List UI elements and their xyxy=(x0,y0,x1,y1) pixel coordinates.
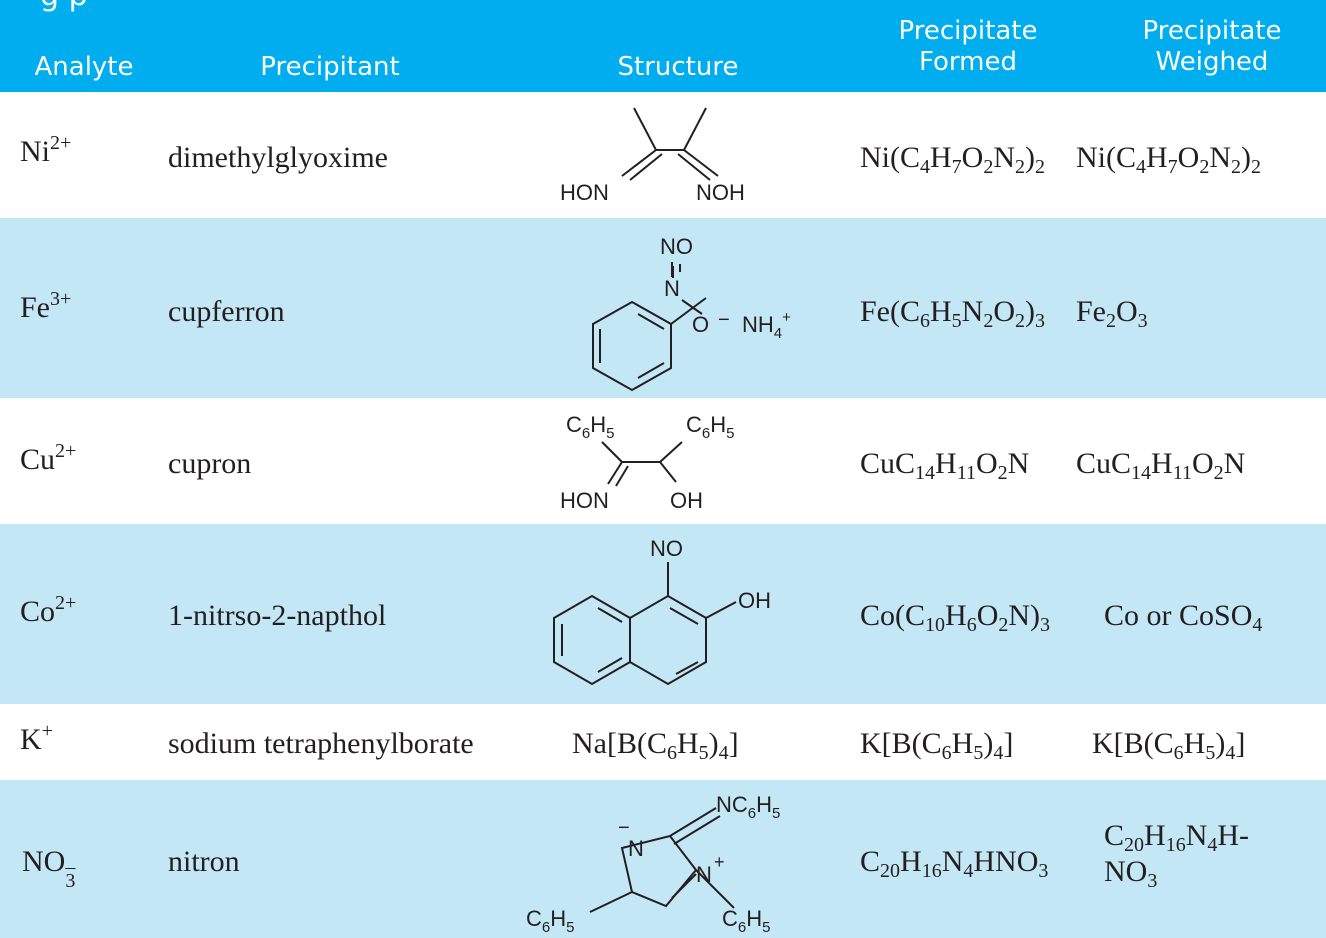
svg-text:OH: OH xyxy=(670,488,703,513)
analyte-cell: NO–3 xyxy=(22,845,76,892)
precipitate-formed-cell: K[B(C6H5)4] xyxy=(860,727,1014,764)
cupron-structure: C6H5 C6H5 HON OH xyxy=(560,412,734,513)
precipitate-weighed-cell: Fe2O3 xyxy=(1076,295,1148,332)
precipitate-weighed-cell: CuC14H11O2N xyxy=(1076,447,1246,484)
analyte-cell: Co2+ xyxy=(20,592,77,628)
precipitant-cell: 1-nitrso-2-napthol xyxy=(168,599,387,632)
svg-text:C6H5: C6H5 xyxy=(722,906,770,936)
cupferron-structure: NO N O − NH4+ xyxy=(592,234,791,392)
nitroso-naphthol-structure: NO OH xyxy=(553,536,771,686)
precipitant-cell: sodium tetraphenylborate xyxy=(168,727,474,760)
svg-text:O: O xyxy=(692,312,709,337)
precipitate-weighed-cell: K[B(C6H5)4] xyxy=(1092,727,1246,764)
table-header: g p Analyte Precipitant Structure Precip… xyxy=(0,0,1326,92)
header-precipitate-weighed: Precipitate Weighed xyxy=(1142,16,1282,77)
precipitate-formed-cell: Ni(C4H7O2N2)2 xyxy=(860,141,1046,178)
precipitate-formed-cell: Co(C10H6O2N)3 xyxy=(860,599,1051,636)
structure-formula-cell: Na[B(C6H5)4] xyxy=(572,727,739,764)
svg-text:NO: NO xyxy=(660,234,693,259)
svg-text:C6H5: C6H5 xyxy=(686,412,734,442)
analyte-cell: K+ xyxy=(20,720,53,756)
precipitant-cell: dimethylglyoxime xyxy=(168,141,388,174)
header-precipitate-formed: Precipitate Formed xyxy=(898,16,1038,77)
svg-text:N: N xyxy=(628,836,644,861)
svg-text:NH4+: NH4+ xyxy=(742,309,791,342)
analyte-cell: Cu2+ xyxy=(20,440,77,476)
svg-text:C6H5: C6H5 xyxy=(566,412,614,442)
precipitant-cell: nitron xyxy=(168,845,240,878)
svg-text:+: + xyxy=(714,852,725,872)
table-row xyxy=(0,780,1326,938)
analyte-cell: Ni2+ xyxy=(20,132,72,168)
svg-text:NC6H5: NC6H5 xyxy=(716,792,780,822)
header-precipitant: Precipitant xyxy=(260,52,400,82)
header-structure: Structure xyxy=(617,52,739,82)
analyte-cell: Fe3+ xyxy=(20,288,72,324)
table-row xyxy=(0,218,1326,398)
table-row xyxy=(0,524,1326,704)
svg-text:HON: HON xyxy=(560,180,609,205)
precipitant-cell: cupferron xyxy=(168,295,285,328)
svg-text:C6H5: C6H5 xyxy=(526,906,574,936)
precipitate-formed-cell: C20H16N4HNO3 xyxy=(860,845,1049,882)
header-analyte: Analyte xyxy=(34,52,134,82)
precipitate-weighed-cell: Ni(C4H7O2N2)2 xyxy=(1076,141,1262,178)
precipitate-weighed-cell-continued: NO3 xyxy=(1104,855,1158,892)
precipitate-weighed-cell: Co or CoSO4 xyxy=(1104,599,1263,636)
precipitate-weighed-cell: C20H16N4H- xyxy=(1104,819,1250,856)
svg-text:N: N xyxy=(696,862,712,887)
svg-text:N: N xyxy=(664,276,680,301)
precipitate-formed-cell: Fe(C6H5N2O2)3 xyxy=(860,295,1046,332)
dimethylglyoxime-structure: HON NOH xyxy=(560,107,745,205)
svg-text:NOH: NOH xyxy=(696,180,745,205)
nitron-structure: NC6H5 − N N + C6H5 C6H5 xyxy=(526,792,780,936)
svg-text:OH: OH xyxy=(738,588,771,613)
svg-text:−: − xyxy=(718,309,730,331)
svg-text:HON: HON xyxy=(560,488,609,513)
header-title-fragment: g p xyxy=(0,0,1326,14)
precipitant-cell: cupron xyxy=(168,447,252,480)
svg-text:NO: NO xyxy=(650,536,683,561)
precipitate-formed-cell: CuC14H11O2N xyxy=(860,447,1030,484)
svg-text:−: − xyxy=(618,817,630,839)
